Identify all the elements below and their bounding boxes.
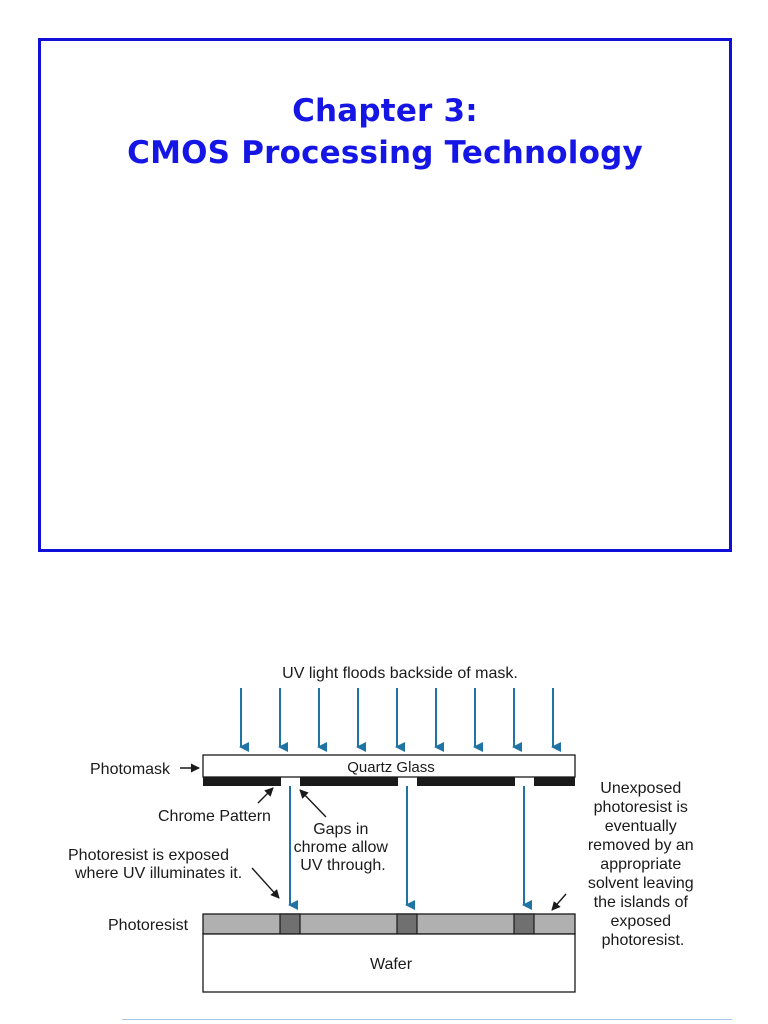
unexposed-line: photoresist. [602,932,685,949]
footer-rule [122,1019,732,1020]
unexposed-line: the islands of [594,894,689,911]
photomask-label: Photomask [90,761,171,778]
exposed-pointer [251,867,280,899]
gaps-line: UV through. [300,857,385,874]
wafer-label: Wafer [370,956,413,973]
unexposed-line: eventually [605,818,677,835]
chrome-pattern-label: Chrome Pattern [158,808,271,825]
unexposed-line: Unexposed [600,780,681,797]
photoresist-label: Photoresist [108,917,189,934]
chapter-subtitle: CMOS Processing Technology [127,135,643,171]
chrome-segment [203,777,281,786]
unexposed-line: photoresist is [594,799,688,816]
exposed-line: where UV illuminates it. [74,865,242,882]
unexposed-line: appropriate [600,856,681,873]
photolithography-diagram: UV light floods backside of mask. Quartz… [68,665,698,993]
exposed-island [396,913,418,935]
exposed-label: Photoresist is exposed where UV illumina… [68,847,242,882]
exposed-island [279,913,301,935]
exposed-island [513,913,535,935]
exposed-line: Photoresist is exposed [68,847,229,864]
chrome-segment [417,777,515,786]
wafer [202,933,576,993]
gaps-label: Gaps in chrome allow UV through. [294,821,393,874]
gaps-line: Gaps in [313,821,368,838]
uv-caption: UV light floods backside of mask. [282,665,518,682]
chrome-pattern [203,777,575,786]
uv-arrows-through [288,786,532,910]
uv-arrows-top [239,688,561,752]
gaps-pointer [299,789,327,818]
unexposed-line: exposed [611,913,672,930]
chrome-segment [300,777,398,786]
unexposed-label: Unexposed photoresist is eventually remo… [588,780,698,949]
title-frame: Chapter 3: CMOS Processing Technology [38,38,732,552]
gaps-line: chrome allow [294,839,389,856]
chrome-pointer [257,787,274,804]
unexposed-pointer [551,893,567,911]
unexposed-line: removed by an [588,837,694,854]
quartz-label: Quartz Glass [347,759,435,776]
chapter-title: Chapter 3: [292,93,478,129]
chrome-segment [534,777,575,786]
unexposed-line: solvent leaving [588,875,694,892]
